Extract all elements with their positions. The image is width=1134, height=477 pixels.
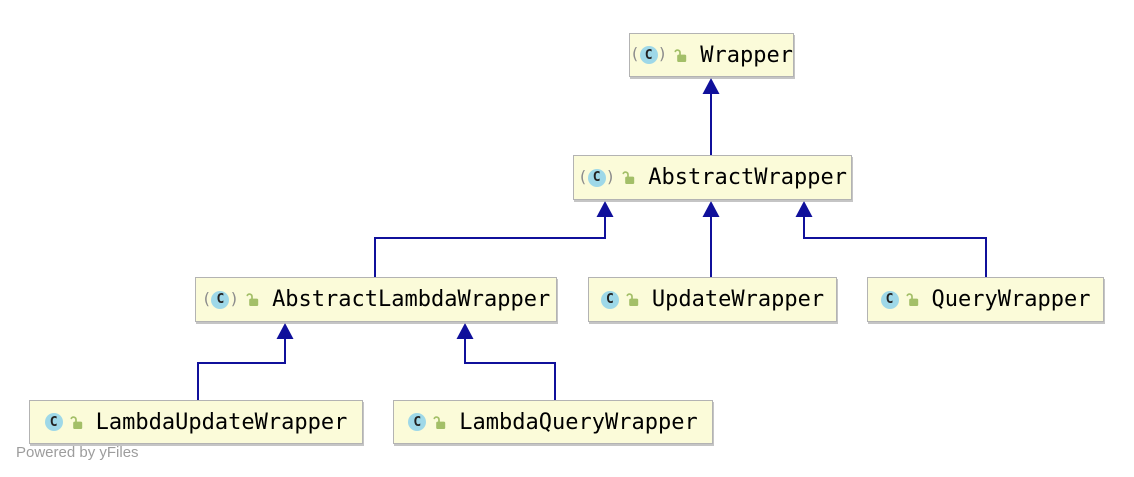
class-name-label: LambdaQueryWrapper <box>459 409 698 435</box>
class-node-abstract-lambda-wrapper[interactable]: (C) AbstractLambdaWrapper <box>195 277 557 322</box>
class-icon: C <box>44 413 63 431</box>
public-unlocked-icon <box>245 292 260 307</box>
inheritance-arrowhead-icon <box>702 201 720 217</box>
class-node-update-wrapper[interactable]: C UpdateWrapper <box>588 277 837 322</box>
inheritance-edge-query-wrapper-to-abstract-wrapper[interactable] <box>795 201 987 277</box>
public-unlocked-icon <box>905 292 920 307</box>
class-node-abstract-wrapper[interactable]: (C) AbstractWrapper <box>573 155 852 200</box>
class-name-label: AbstractWrapper <box>648 165 847 190</box>
inheritance-edge-lambda-update-wrapper-to-abstract-lambda-wrapper[interactable] <box>197 323 294 400</box>
class-name-label: LambdaUpdateWrapper <box>95 409 348 435</box>
inheritance-arrowhead-icon <box>276 323 294 339</box>
class-name-label: QueryWrapper <box>931 287 1091 312</box>
inheritance-edge-update-wrapper-to-abstract-wrapper[interactable] <box>702 201 720 277</box>
class-icon: C <box>600 290 619 309</box>
inheritance-edge-abstract-lambda-wrapper-to-abstract-wrapper[interactable] <box>374 201 614 277</box>
class-name-label: UpdateWrapper <box>651 287 825 312</box>
abstract-class-icon: (C) <box>578 166 616 187</box>
class-node-wrapper[interactable]: (C) Wrapper <box>629 33 794 77</box>
public-unlocked-icon <box>625 292 640 307</box>
abstract-class-icon: (C) <box>201 288 240 309</box>
class-icon: C <box>408 413 427 431</box>
class-icon: C <box>880 290 899 309</box>
inheritance-arrowhead-icon <box>596 201 614 217</box>
inheritance-arrowhead-icon <box>795 201 813 217</box>
public-unlocked-icon <box>621 170 636 185</box>
class-node-lambda-update-wrapper[interactable]: C LambdaUpdateWrapper <box>29 400 363 444</box>
public-unlocked-icon <box>673 48 688 63</box>
powered-by-yfiles-label: Powered by yFiles <box>16 444 139 461</box>
inheritance-arrowhead-icon <box>702 78 720 94</box>
class-node-query-wrapper[interactable]: C QueryWrapper <box>867 277 1104 322</box>
class-name-label: Wrapper <box>700 42 793 68</box>
public-unlocked-icon <box>69 415 84 430</box>
class-name-label: AbstractLambdaWrapper <box>272 287 551 312</box>
class-node-lambda-query-wrapper[interactable]: C LambdaQueryWrapper <box>393 400 713 444</box>
inheritance-arrowhead-icon <box>456 323 474 339</box>
abstract-class-icon: (C) <box>630 44 668 64</box>
inheritance-edge-abstract-wrapper-to-wrapper[interactable] <box>702 78 720 155</box>
public-unlocked-icon <box>432 415 447 430</box>
inheritance-edge-lambda-query-wrapper-to-abstract-lambda-wrapper[interactable] <box>456 323 556 400</box>
